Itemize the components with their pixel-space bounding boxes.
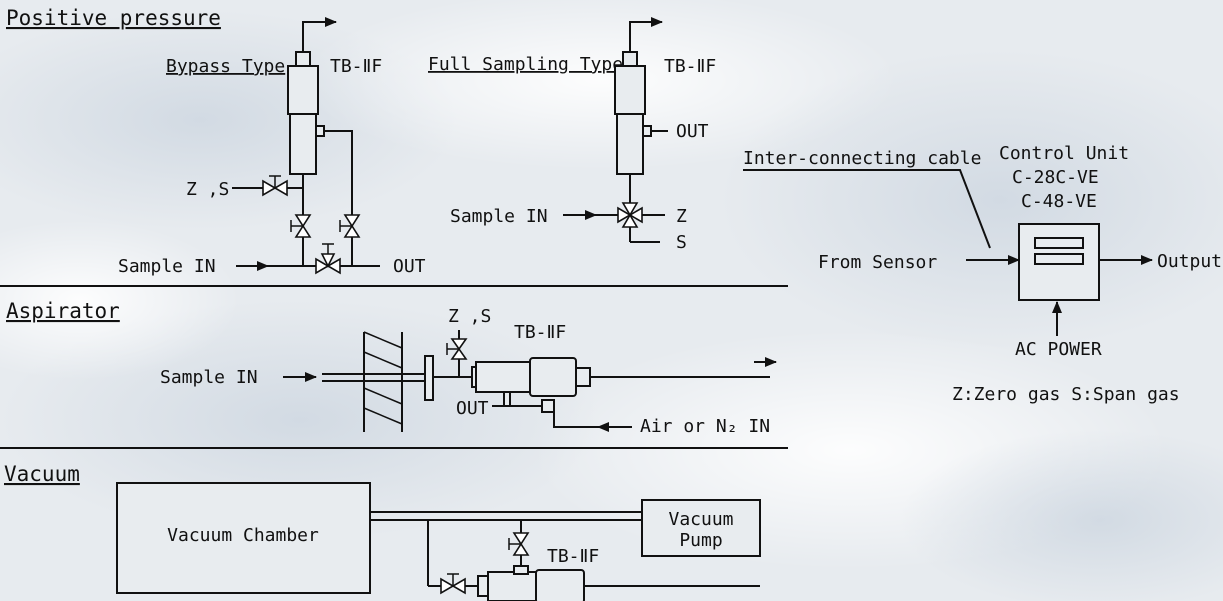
aspirator-sample-in-label: Sample IN (160, 367, 258, 388)
bypass-out-label: OUT (393, 256, 426, 277)
vacuum-left-valve (440, 573, 466, 595)
gas-legend: Z:Zero gas S:Span gas (952, 384, 1180, 405)
vacuum-chamber-label: Vacuum Chamber (167, 525, 319, 546)
bypass-zs-label: Z ,S (186, 179, 229, 200)
aspirator-out-label: OUT (456, 398, 489, 419)
aspirator-zs-label: Z ,S (448, 306, 491, 327)
vacuum-pump-line2: Pump (679, 530, 722, 551)
full-model-label: TB-ⅡF (664, 56, 716, 77)
full-z-label: Z (676, 206, 687, 227)
full-s-label: S (676, 232, 687, 253)
vacuum-chamber-box (116, 482, 371, 594)
aspirator-sensor-body (529, 357, 577, 397)
bypass-sensor-lower (289, 113, 317, 175)
probe-flange (424, 355, 434, 401)
vacuum-pump-box (641, 499, 761, 557)
aspirator-diagram: Z ,S TB-ⅡF Sample IN (160, 306, 777, 437)
vacuum-pump-line1: Vacuum (668, 509, 733, 530)
aspirator-sensor-front (475, 361, 531, 393)
vacuum-sensor-front (487, 571, 537, 601)
full-sensor-lower (616, 113, 644, 175)
bypass-right-valve (339, 214, 361, 238)
output-label: Output (1157, 251, 1222, 272)
vacuum-sensor-body (535, 569, 585, 601)
bypass-model-label: TB-ⅡF (330, 56, 382, 77)
full-sampling-diagram: Full Sampling Type TB-ⅡF OUT Sample IN Z… (428, 17, 716, 253)
bypass-three-way-valve (315, 243, 341, 275)
section-title-vacuum: Vacuum (4, 462, 80, 486)
vacuum-model-label: TB-ⅡF (547, 546, 599, 567)
cable-label: Inter-connecting cable (743, 148, 981, 169)
full-out-label: OUT (676, 121, 709, 142)
bypass-sample-in-label: Sample IN (118, 256, 216, 277)
section-title-aspirator: Aspirator (6, 299, 120, 323)
full-sample-in-label: Sample IN (450, 206, 548, 227)
ac-power-label: AC POWER (1015, 339, 1102, 360)
bypass-sensor-upper (287, 65, 319, 115)
aspirator-zs-valve (446, 338, 468, 360)
bypass-type-diagram: Bypass Type TB-ⅡF Z ,S (118, 17, 426, 277)
from-sensor-label: From Sensor (818, 252, 937, 273)
air-in-label: Air or N₂ IN (640, 416, 770, 437)
section-title-positive: Positive pressure (6, 6, 221, 30)
bypass-zs-valve (262, 175, 288, 197)
bypass-type-label: Bypass Type (166, 56, 285, 77)
control-model-1: C-28C-VE (1012, 167, 1099, 188)
full-four-way-valve (617, 202, 643, 228)
control-unit-title: Control Unit (999, 143, 1129, 164)
vacuum-right-valve (508, 532, 530, 556)
full-sensor-upper (614, 65, 646, 115)
aspirator-model-label: TB-ⅡF (514, 322, 566, 343)
vacuum-diagram: Vacuum Chamber Vacuum Pump TB-ⅡF (116, 482, 761, 601)
bypass-left-valve (290, 214, 312, 238)
control-unit-diagram: Inter-connecting cable Control Unit C-28… (743, 143, 1222, 405)
control-model-2: C-48-VE (1021, 191, 1097, 212)
full-sampling-label: Full Sampling Type (428, 54, 623, 75)
